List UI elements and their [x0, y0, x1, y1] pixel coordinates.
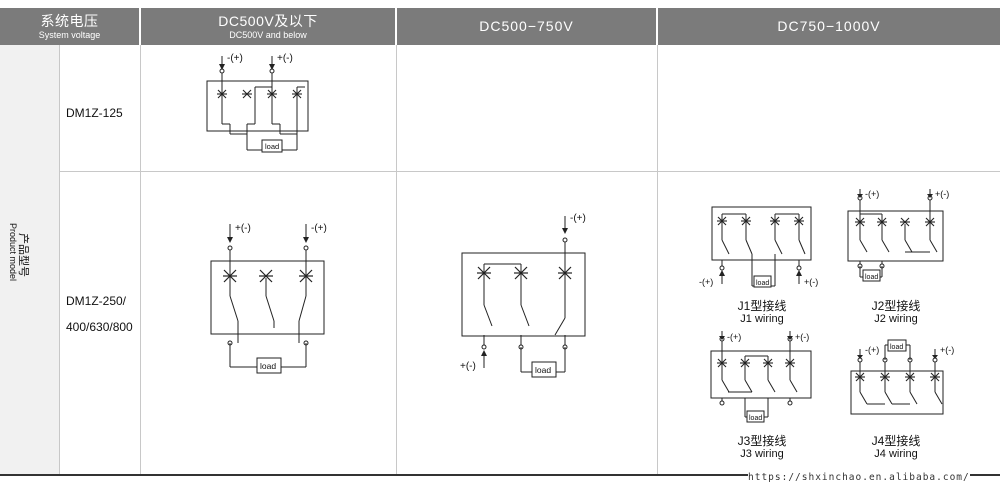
terminal-plus: +(-) [804, 277, 818, 287]
diagram-dm1z250-dc500 [210, 245, 325, 374]
diagram-dm1z125-dc500 [206, 68, 309, 153]
header-system-voltage: 系统电压 System voltage [0, 8, 139, 45]
caption-j1: J1型接线 J1 wiring [727, 299, 797, 326]
cell-model-row2 [60, 172, 140, 474]
caption-j2-cn: J2型接线 [871, 299, 921, 313]
terminal-arrows [221, 56, 936, 368]
cell-row1-dc1000 [658, 45, 1000, 171]
model-dm1z-125: DM1Z-125 [66, 106, 123, 120]
terminal-minus: -(+) [570, 213, 586, 224]
cell-row1-dc750 [397, 45, 657, 171]
caption-j4-cn: J4型接线 [871, 434, 921, 448]
cell-row2-dc750 [397, 172, 657, 474]
terminal-plus: +(-) [940, 345, 954, 355]
grid-divider [396, 45, 397, 474]
grid-divider [140, 45, 141, 474]
caption-j3-cn: J3型接线 [737, 434, 787, 448]
header-col-dc750-1000: DC750−1000V [658, 8, 1000, 45]
header-col-dc500-en: DC500V and below [229, 30, 307, 40]
load-label: load [260, 361, 276, 371]
load-label: load [749, 415, 762, 422]
load-label: load [756, 280, 769, 287]
model-dm1z-250-line1: DM1Z-250/ [66, 294, 127, 308]
terminal-minus: -(+) [865, 189, 879, 199]
caption-j1-en: J1 wiring [740, 313, 784, 325]
header-col-dc500-cn: DC500V及以下 [218, 13, 318, 29]
source-url: https://shxinchao.en.alibaba.com/ [748, 472, 970, 483]
diagram-j1 [711, 206, 812, 288]
load-label: load [265, 142, 279, 151]
arrowheads [219, 64, 938, 359]
terminal-minus: -(+) [699, 277, 713, 287]
terminal-minus: -(+) [727, 332, 741, 342]
caption-j2-en: J2 wiring [874, 313, 918, 325]
load-label: load [865, 274, 878, 281]
header-col-dc500: DC500V及以下 DC500V and below [141, 8, 395, 45]
caption-j3: J3型接线 J3 wiring [727, 434, 797, 461]
caption-j4: J4型接线 J4 wiring [861, 434, 931, 461]
terminal-plus: +(-) [460, 361, 476, 372]
grid-divider [59, 45, 60, 474]
contact-symbols [216, 89, 941, 382]
load-label: load [535, 365, 551, 375]
diagram-dm1z250-dc750 [461, 237, 586, 378]
header-system-voltage-en: System voltage [38, 30, 101, 40]
load-label: load [890, 344, 903, 351]
model-dm1z-250-line2: 400/630/800 [66, 320, 133, 334]
caption-j1-cn: J1型接线 [737, 299, 787, 313]
header-col-dc500-750: DC500−750V [397, 8, 656, 45]
cell-model-row1 [60, 45, 140, 171]
diagram-j2 [847, 195, 944, 282]
cell-row2-dc500 [141, 172, 396, 474]
caption-j3-en: J3 wiring [740, 448, 784, 460]
header-col-dc750-1000-label: DC750−1000V [777, 18, 881, 34]
grid-divider [657, 45, 658, 474]
terminal-plus: +(-) [235, 223, 251, 234]
header-col-dc500-750-label: DC500−750V [479, 18, 574, 34]
terminal-minus: -(+) [311, 223, 327, 234]
terminal-plus: +(-) [935, 189, 949, 199]
terminal-plus: +(-) [277, 53, 293, 64]
diagram-j3 [710, 336, 812, 423]
terminal-plus: +(-) [795, 332, 809, 342]
diagram-j4 [850, 339, 944, 415]
grid-divider [59, 171, 1000, 172]
terminal-minus: -(+) [865, 345, 879, 355]
terminal-minus: -(+) [227, 53, 243, 64]
header-system-voltage-cn: 系统电压 [40, 13, 99, 29]
table-bottom-rule [0, 474, 1000, 476]
caption-j4-en: J4 wiring [874, 448, 918, 460]
caption-j2: J2型接线 J2 wiring [861, 299, 931, 326]
